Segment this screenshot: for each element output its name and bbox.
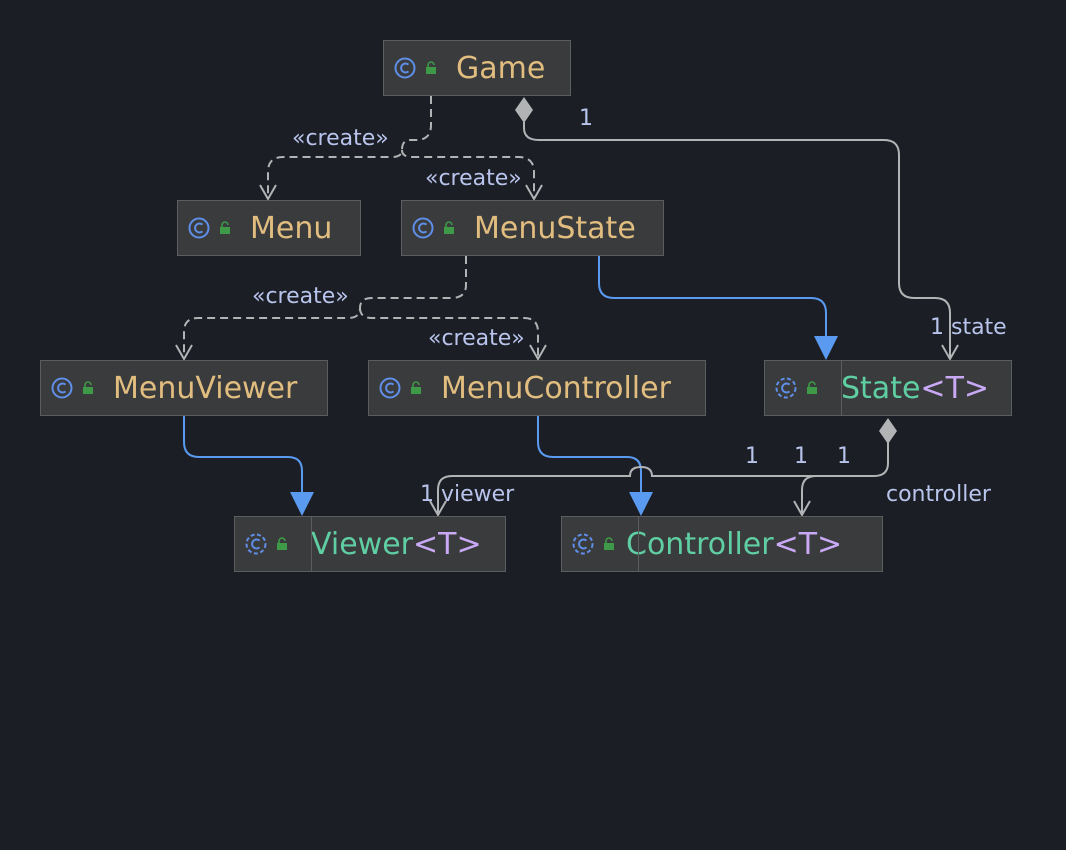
arrowhead-menustate-state (814, 336, 838, 360)
class-node-menu[interactable]: Menu (177, 200, 361, 256)
class-name: MenuViewer (113, 370, 298, 406)
create-label-game-menustate: «create» (425, 166, 522, 191)
edge-menustate-menucontroller (359, 307, 539, 358)
class-node-viewer[interactable]: Viewer<T> (234, 516, 506, 572)
role-label-state: 1 state (930, 315, 1007, 340)
public-visibility-icon (83, 381, 93, 394)
class-name: MenuController (441, 370, 671, 406)
public-visibility-icon (807, 381, 817, 394)
class-name: MenuState (474, 210, 636, 246)
create-label-menustate-menucontroller: «create» (428, 326, 525, 351)
public-visibility-icon (277, 537, 287, 550)
edge-game-menustate (401, 149, 535, 198)
public-visibility-icon (426, 61, 436, 74)
role-label-viewer: 1 viewer (420, 482, 515, 507)
edge-state-viewer (437, 441, 889, 514)
class-node-state[interactable]: State<T> (764, 360, 1012, 416)
class-node-menucontroller[interactable]: MenuController (368, 360, 706, 416)
arrowhead-game-state (941, 344, 959, 362)
composition-diamond-state (879, 418, 897, 444)
arrowhead-menustate-menucontroller (529, 344, 547, 362)
abstract-class-icon (775, 377, 797, 399)
class-icon (394, 57, 416, 79)
class-name: Viewer<T> (311, 526, 482, 562)
class-node-menuviewer[interactable]: MenuViewer (40, 360, 328, 416)
node-divider (638, 517, 639, 571)
class-name: Game (456, 50, 546, 86)
edge-menuviewer-viewer (183, 416, 303, 494)
class-icon (412, 217, 434, 239)
class-node-controller[interactable]: Controller<T> (561, 516, 883, 572)
cardinality-state-viewer: 1 (745, 444, 759, 469)
edge-game-state (523, 122, 951, 358)
node-divider (311, 517, 312, 571)
arrowhead-state-controller (793, 500, 811, 518)
abstract-class-icon (245, 533, 267, 555)
create-label-menustate-menuviewer: «create» (252, 284, 349, 309)
public-visibility-icon (604, 537, 614, 550)
class-icon (379, 377, 401, 399)
edge-state-controller (801, 475, 874, 514)
arrowhead-menuviewer-viewer (290, 492, 314, 516)
cardinality-state-controller-a: 1 (794, 444, 808, 469)
role-label-controller: controller (886, 482, 991, 507)
cardinality-state-controller-b: 1 (837, 444, 851, 469)
class-node-menustate[interactable]: MenuState (401, 200, 664, 256)
class-name: State<T> (841, 370, 990, 406)
edge-game-menu (267, 96, 432, 198)
arrowhead-menustate-menuviewer (175, 344, 193, 362)
class-icon (188, 217, 210, 239)
arrowhead-game-menu (259, 184, 277, 202)
public-visibility-icon (444, 221, 454, 234)
cardinality-game: 1 (579, 106, 593, 131)
arrowhead-menucontroller-controller (629, 492, 653, 516)
composition-diamond-game (515, 97, 533, 123)
node-divider (841, 361, 842, 415)
edge-menustate-state (598, 256, 827, 338)
public-visibility-icon (411, 381, 421, 394)
edge-menucontroller-controller (537, 416, 642, 494)
create-label-game-menu: «create» (292, 126, 389, 151)
arrowhead-state-viewer (429, 500, 447, 518)
class-name: Controller<T> (626, 526, 843, 562)
class-node-game[interactable]: Game (383, 40, 571, 96)
class-icon (51, 377, 73, 399)
abstract-class-icon (572, 533, 594, 555)
arrowhead-game-menustate (525, 184, 543, 202)
public-visibility-icon (220, 221, 230, 234)
class-name: Menu (250, 210, 333, 246)
